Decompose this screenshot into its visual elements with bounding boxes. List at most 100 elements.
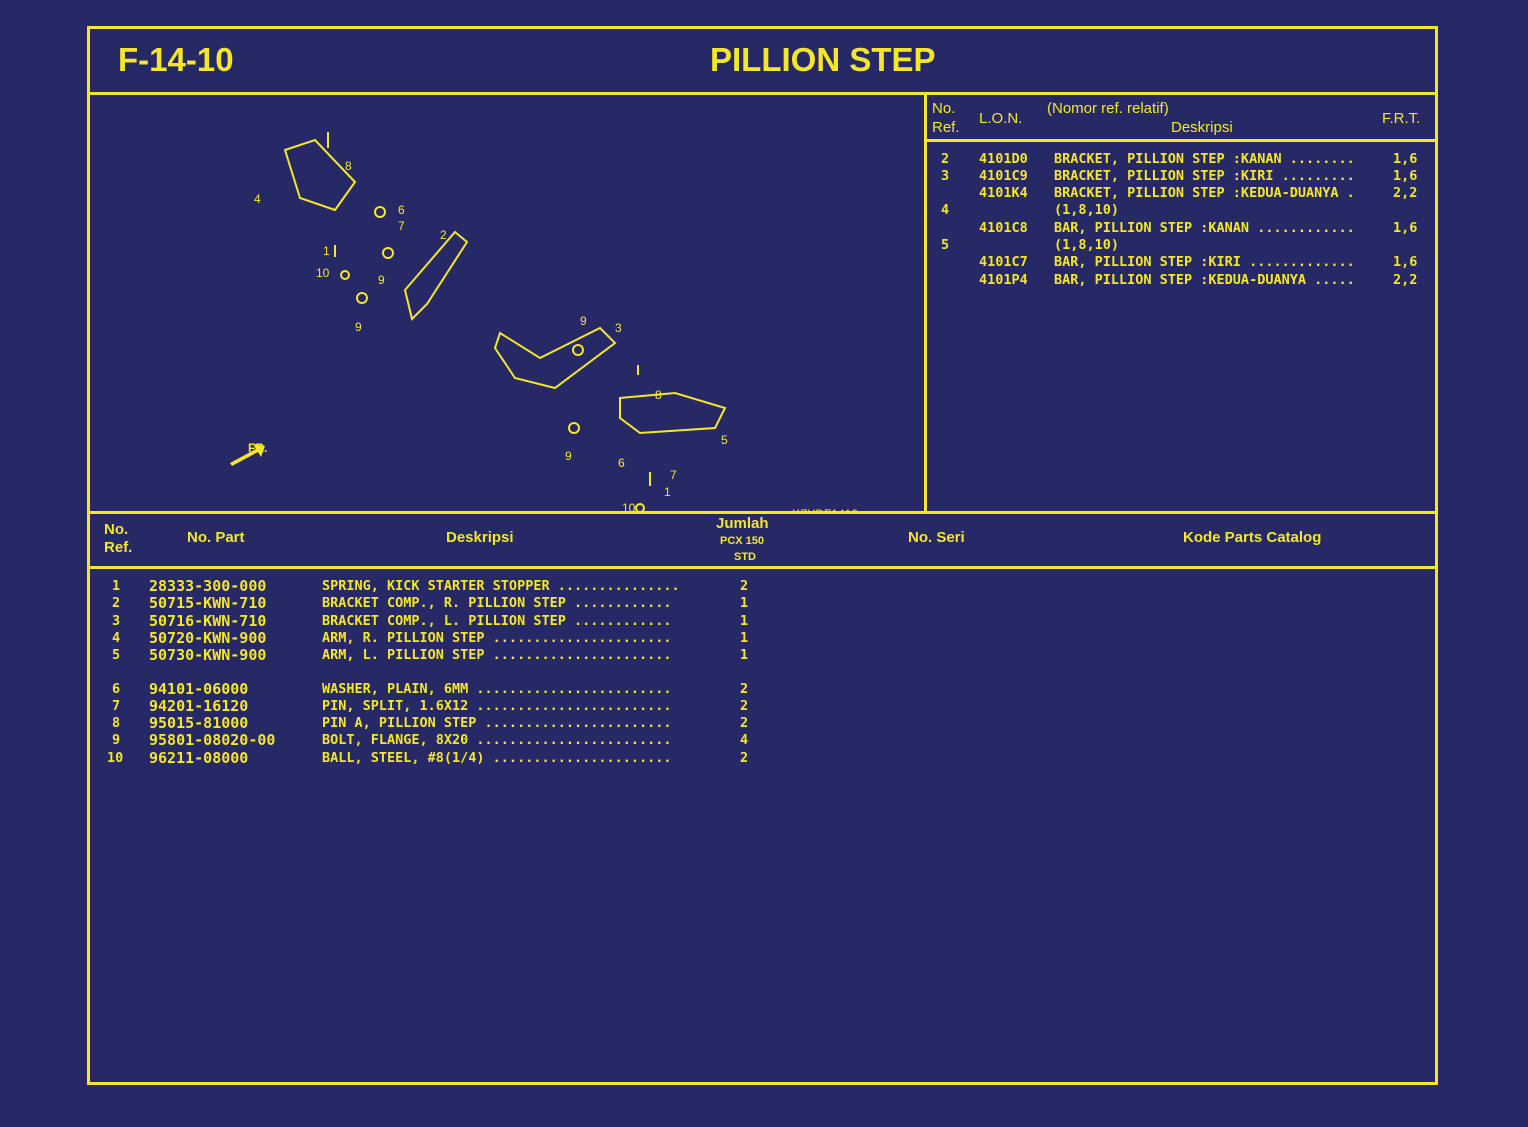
divider — [90, 92, 1435, 95]
ref-no: 10 — [107, 749, 124, 766]
quantity: 1 — [740, 647, 749, 664]
ref-description: (1,8,10) — [1054, 237, 1120, 253]
quantity: 2 — [740, 680, 749, 697]
steel-ball-part — [340, 270, 350, 280]
bolt-part — [572, 344, 584, 356]
callout-1: 1 — [323, 244, 330, 258]
lon-code: 4101C7 — [979, 254, 1028, 270]
ref-col-desc: Deskripsi — [1171, 119, 1233, 136]
callout-4: 4 — [254, 192, 261, 206]
frt-value: 1,6 — [1393, 168, 1418, 184]
exploded-parts-diagram: FR. 1 1 2 3 4 5 6 6 7 7 8 8 9 9 9 9 10 1… — [230, 132, 858, 511]
parts-col-variant: STD — [734, 551, 756, 563]
bolt-part — [382, 247, 394, 259]
washer-part — [374, 206, 386, 218]
catalog-frame: F-14-10 PILLION STEP FR. 1 1 2 3 4 5 6 6 — [87, 26, 1438, 1085]
parts-table-row: 1 28333-300-000 SPRING, KICK STARTER STOPP… — [90, 578, 790, 595]
ref-description: BAR, PILLION STEP :KIRI ............. — [1054, 254, 1355, 270]
part-description: SPRING, KICK STARTER STOPPER ...........… — [322, 578, 680, 594]
part-number: 50720-KWN-900 — [149, 628, 267, 647]
ref-no: 6 — [112, 680, 121, 697]
ref-no: 3 — [112, 612, 121, 629]
callout-3: 3 — [615, 321, 622, 335]
part-description: BALL, STEEL, #8(1/4) ...................… — [322, 749, 672, 766]
parts-table-row: 3 50716-KWN-710 BRACKET COMP., L. PILLION … — [90, 611, 790, 630]
parts-table-row: 9 95801-08020-00 BOLT, FLANGE, 8X20 ......… — [90, 732, 790, 749]
part-number: 28333-300-000 — [149, 577, 267, 595]
callout-9: 9 — [580, 314, 587, 328]
quantity: 2 — [740, 715, 749, 732]
divider — [924, 139, 1435, 142]
quantity: 1 — [740, 595, 749, 612]
ref-table-row: 3 4101C9 BRACKET, PILLION STEP :KIRI .....… — [927, 168, 1427, 185]
ref-no: 1 — [112, 578, 121, 594]
steel-ball-part — [635, 503, 645, 511]
part-description: WASHER, PLAIN, 6MM .....................… — [322, 680, 672, 697]
frt-value: 2,2 — [1393, 272, 1418, 288]
part-description: PIN A, PILLION STEP ....................… — [322, 715, 672, 732]
quantity: 2 — [740, 749, 749, 766]
part-number: 95801-08020-00 — [149, 731, 276, 750]
part-description: BRACKET COMP., R. PILLION STEP .........… — [322, 595, 672, 612]
ref-table-row: 4(1,8,10) — [927, 202, 1427, 219]
bracket-r-part — [403, 230, 469, 321]
parts-table-row: 4 50720-KWN-900 ARM, R. PILLION STEP .....… — [90, 628, 790, 647]
ref-table-row: 4101C7 BAR, PILLION STEP :KIRI ..........… — [927, 254, 1427, 271]
parts-col-model: PCX 150 — [720, 535, 765, 547]
callout-9: 9 — [565, 449, 572, 463]
ref-col-relative: (Nomor ref. relatif) — [1047, 100, 1169, 117]
part-description: BOLT, FLANGE, 8X20 .....................… — [322, 732, 672, 749]
callout-6: 6 — [618, 456, 625, 470]
ref-table-row: 5(1,8,10) — [927, 237, 1427, 254]
part-description: BRACKET COMP., L. PILLION STEP .........… — [322, 612, 672, 629]
part-number: 94101-06000 — [149, 679, 249, 698]
callout-5: 5 — [721, 433, 728, 447]
parts-col-serial: No. Seri — [908, 529, 965, 546]
ref-no: 4 — [941, 202, 950, 218]
part-number: 95015-81000 — [149, 714, 249, 733]
callout-10: 10 — [316, 266, 330, 280]
divider — [924, 92, 927, 512]
ref-col-frt: F.R.T. — [1382, 110, 1421, 127]
ref-col-lon: L.O.N. — [979, 110, 1023, 127]
callout-2: 2 — [440, 228, 447, 242]
part-number: 50716-KWN-710 — [149, 611, 267, 630]
ref-no: 3 — [941, 168, 950, 184]
ref-no: 5 — [112, 647, 121, 664]
parts-col-catalog: Kode Parts Catalog — [1183, 529, 1322, 546]
parts-col-no-ref: No. Ref. — [104, 521, 133, 556]
figure-id: KZYDF1410 — [792, 507, 858, 511]
callout-10: 10 — [622, 501, 636, 511]
quantity: 2 — [740, 697, 749, 714]
ref-no: 7 — [112, 697, 121, 714]
part-number: 50730-KWN-900 — [149, 646, 267, 665]
ref-description: BRACKET, PILLION STEP :KIRI ......... — [1054, 168, 1355, 184]
lon-code: 4101K4 — [979, 185, 1028, 201]
callout-9: 9 — [355, 320, 362, 334]
frt-value: 1,6 — [1393, 151, 1418, 167]
bolt-part — [356, 292, 368, 304]
ref-no: 9 — [112, 732, 121, 749]
ref-no: 4 — [112, 629, 121, 646]
divider — [90, 566, 1435, 569]
frt-value: 1,6 — [1393, 220, 1418, 236]
part-number: 94201-16120 — [149, 696, 249, 715]
ref-description: BAR, PILLION STEP :KEDUA-DUANYA ..... — [1054, 272, 1355, 288]
ref-no: 2 — [941, 151, 950, 167]
page-title: PILLION STEP — [710, 41, 936, 78]
pin-part — [327, 132, 651, 486]
frt-value: 1,6 — [1393, 254, 1418, 270]
lon-code: 4101C8 — [979, 220, 1028, 236]
part-number: 50715-KWN-710 — [149, 594, 267, 613]
lon-code: 4101D0 — [979, 151, 1028, 167]
quantity: 1 — [740, 629, 749, 646]
part-description: ARM, R. PILLION STEP ...................… — [322, 629, 672, 646]
parts-col-desc: Deskripsi — [446, 529, 514, 546]
lon-code: 4101C9 — [979, 168, 1028, 184]
callout-6: 6 — [398, 203, 405, 217]
